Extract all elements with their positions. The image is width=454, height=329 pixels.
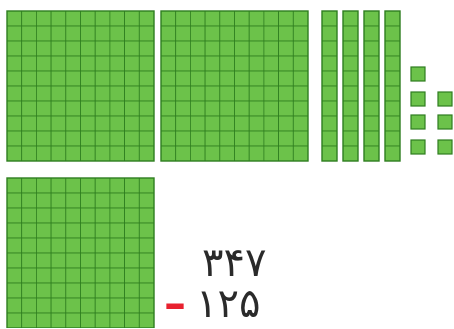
one-cube [438,115,452,129]
minuend-number: ۳۴۷ [202,243,266,283]
hundred-flat [161,11,308,161]
minus-sign: – [164,284,186,324]
one-cube [411,140,425,154]
ten-rod [385,11,400,161]
ten-rod [364,11,379,161]
ten-rod [343,11,358,161]
one-cube [438,140,452,154]
subtrahend-number: ۱۲۵ [196,284,260,324]
ten-rod [322,11,337,161]
hundred-flat [7,178,154,328]
one-cube [438,92,452,106]
subtraction-row: – ۱۲۵ [164,284,260,324]
one-cube [411,92,425,106]
hundred-flat [7,11,154,161]
one-cube [411,115,425,129]
one-cube [411,67,425,81]
